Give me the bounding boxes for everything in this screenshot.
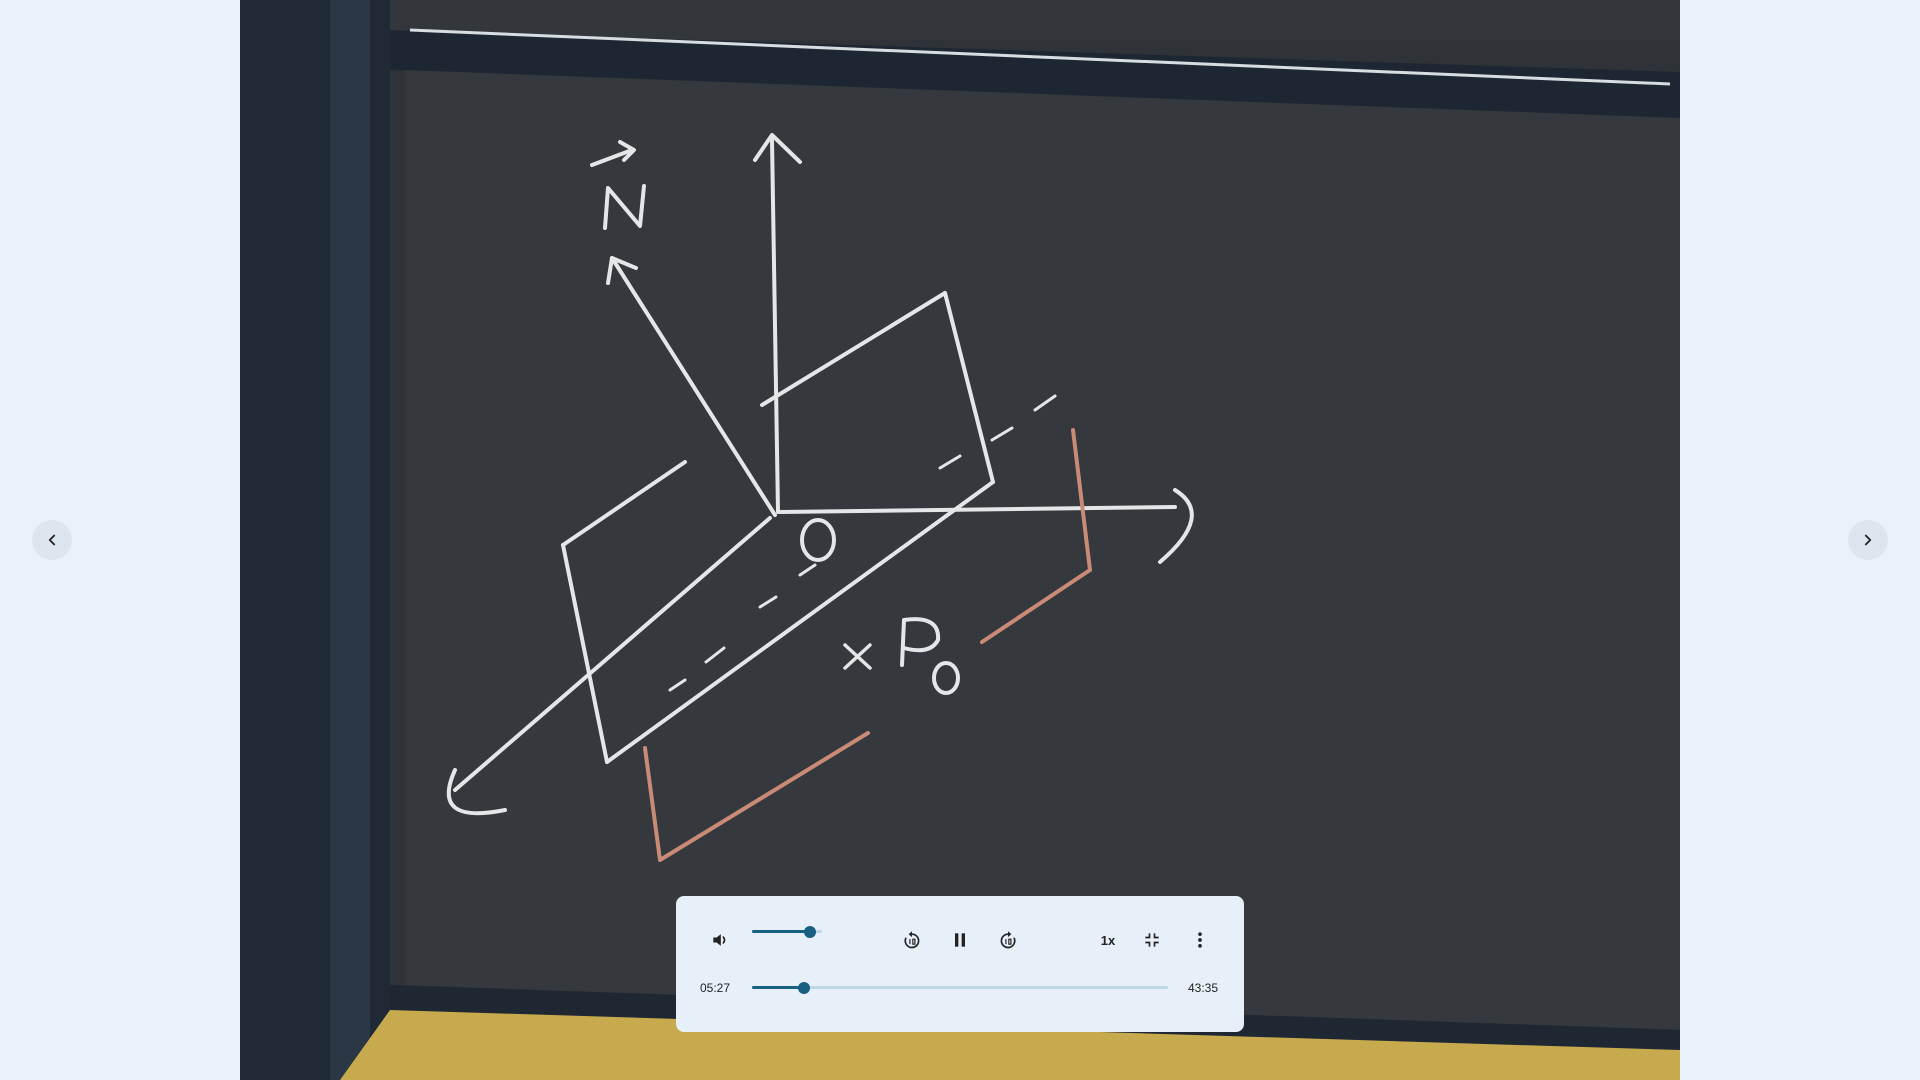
next-button[interactable] — [1848, 520, 1888, 560]
progress-fill — [752, 986, 804, 989]
chalkboard — [405, 70, 1680, 1030]
volume-fill — [752, 930, 811, 933]
forward-button[interactable] — [992, 924, 1024, 956]
progress-thumb[interactable] — [798, 982, 810, 994]
play-pause-button[interactable] — [944, 924, 976, 956]
rail-highlight — [409, 28, 1671, 86]
playback-speed-button[interactable]: 1x — [1100, 932, 1116, 948]
exit-fullscreen-button[interactable] — [1136, 924, 1168, 956]
progress-track — [752, 986, 1168, 989]
forward-10-icon — [1000, 931, 1016, 949]
volume-icon — [713, 934, 726, 946]
exit-fullscreen-icon — [1145, 933, 1159, 947]
total-time: 43:35 — [1188, 981, 1219, 995]
chalk-diagram — [446, 133, 1194, 816]
board-top-rail — [390, 30, 1680, 118]
video-controls: 1x 05:27 43:35 — [676, 896, 1244, 1032]
chevron-left-icon — [48, 534, 56, 546]
volume-button[interactable] — [704, 924, 736, 956]
more-options-button[interactable] — [1184, 924, 1216, 956]
chalk-tray — [340, 1010, 1680, 1080]
volume-slider[interactable] — [752, 922, 822, 942]
current-time: 05:27 — [700, 981, 731, 995]
previous-button[interactable] — [32, 520, 72, 560]
upper-board — [390, 0, 1680, 40]
more-vertical-icon — [1198, 932, 1202, 948]
chevron-right-icon — [1864, 534, 1872, 546]
video-frame[interactable] — [240, 0, 1680, 1080]
volume-thumb[interactable] — [804, 926, 817, 938]
rewind-10-icon — [904, 931, 920, 949]
rewind-button[interactable] — [896, 924, 928, 956]
progress-slider[interactable] — [752, 978, 1168, 998]
chalkboard-scene — [240, 0, 1680, 1080]
pause-icon — [955, 933, 965, 947]
board-frame-edge — [330, 0, 370, 1080]
parallel-plane — [643, 428, 1092, 862]
